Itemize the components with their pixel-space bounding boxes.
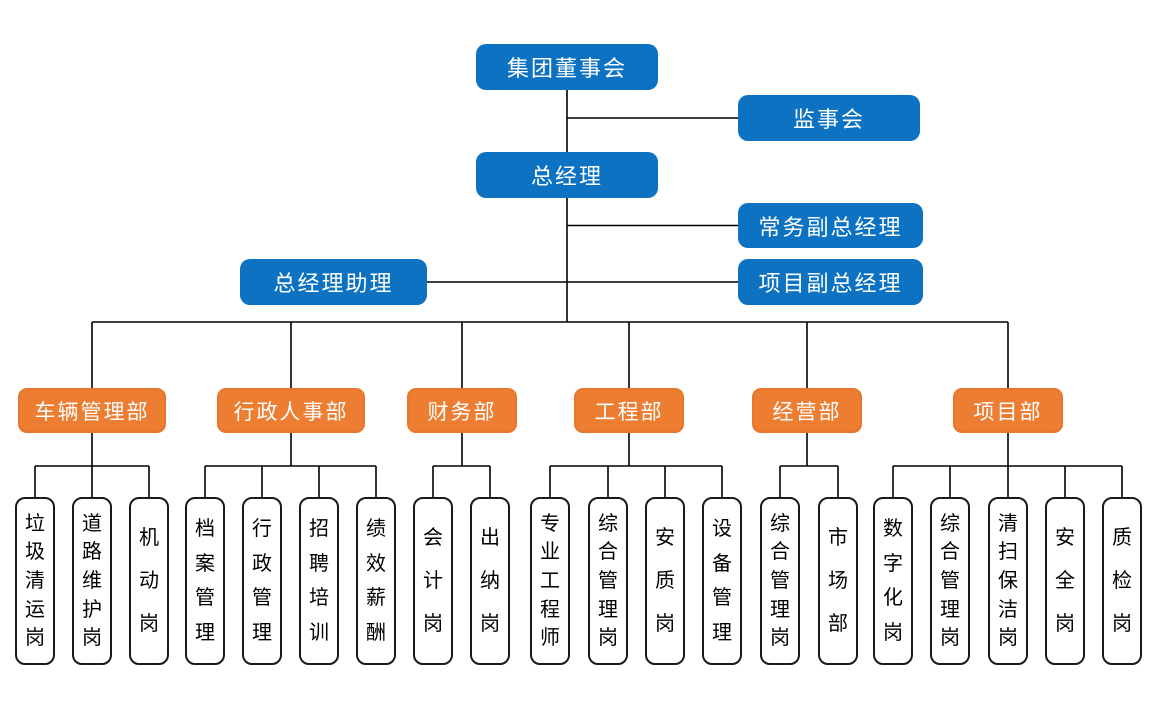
post-box: 综合管理岗 <box>760 497 800 665</box>
post-box: 综合管理岗 <box>588 497 628 665</box>
post-box: 质检岗 <box>1102 497 1142 665</box>
org-node-supervisory-board: 监事会 <box>738 95 920 141</box>
post-box: 招聘培训 <box>299 497 339 665</box>
department-box: 项目部 <box>953 388 1063 433</box>
department-box: 财务部 <box>407 388 517 433</box>
department-box: 经营部 <box>752 388 862 433</box>
department-box: 行政人事部 <box>217 388 365 433</box>
post-box: 机动岗 <box>129 497 169 665</box>
org-node-gm-assistant: 总经理助理 <box>240 259 427 305</box>
org-node-group-board: 集团董事会 <box>476 44 658 90</box>
post-box: 专业工程师 <box>530 497 570 665</box>
post-box: 会计岗 <box>413 497 453 665</box>
post-box: 出纳岗 <box>470 497 510 665</box>
post-box: 市场部 <box>818 497 858 665</box>
post-box: 绩效薪酬 <box>356 497 396 665</box>
post-box: 安质岗 <box>645 497 685 665</box>
org-node-project-deputy-gm: 项目副总经理 <box>738 259 923 305</box>
org-node-executive-deputy-gm: 常务副总经理 <box>738 203 923 248</box>
post-box: 清扫保洁岗 <box>988 497 1028 665</box>
department-box: 工程部 <box>574 388 684 433</box>
post-box: 数字化岗 <box>873 497 913 665</box>
post-box: 档案管理 <box>185 497 225 665</box>
post-box: 道路维护岗 <box>72 497 112 665</box>
post-box: 设备管理 <box>702 497 742 665</box>
department-box: 车辆管理部 <box>18 388 166 433</box>
org-node-general-manager: 总经理 <box>476 152 658 198</box>
post-box: 垃圾清运岗 <box>15 497 55 665</box>
post-box: 行政管理 <box>242 497 282 665</box>
post-box: 综合管理岗 <box>930 497 970 665</box>
post-box: 安全岗 <box>1045 497 1085 665</box>
